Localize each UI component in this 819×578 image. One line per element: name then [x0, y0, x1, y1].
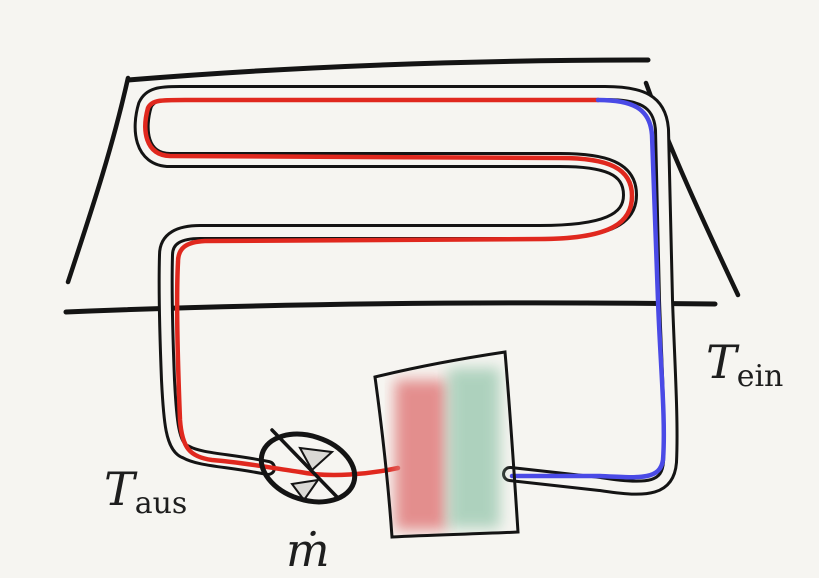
cold-flow-line — [509, 97, 667, 480]
label-t-aus: Taus — [104, 462, 187, 521]
exchanger-hot-zone — [395, 380, 447, 530]
label-t-ein: Tein — [706, 335, 783, 394]
floor-line — [63, 300, 718, 315]
room-top-edge — [125, 57, 651, 83]
pump-body — [258, 431, 358, 505]
hot-flow-line — [143, 97, 635, 478]
heat-exchanger — [373, 350, 520, 539]
exchanger-cold-zone — [448, 368, 500, 528]
pump-arrow — [270, 428, 340, 500]
pipe-loop — [133, 85, 679, 496]
pump-blade-upper — [298, 446, 335, 472]
pump-blade-lower — [290, 478, 321, 502]
pump — [258, 428, 358, 505]
label-mass-flow: ṁ — [286, 523, 330, 577]
exchanger-outline — [373, 350, 520, 539]
room-left-edge — [65, 75, 131, 285]
